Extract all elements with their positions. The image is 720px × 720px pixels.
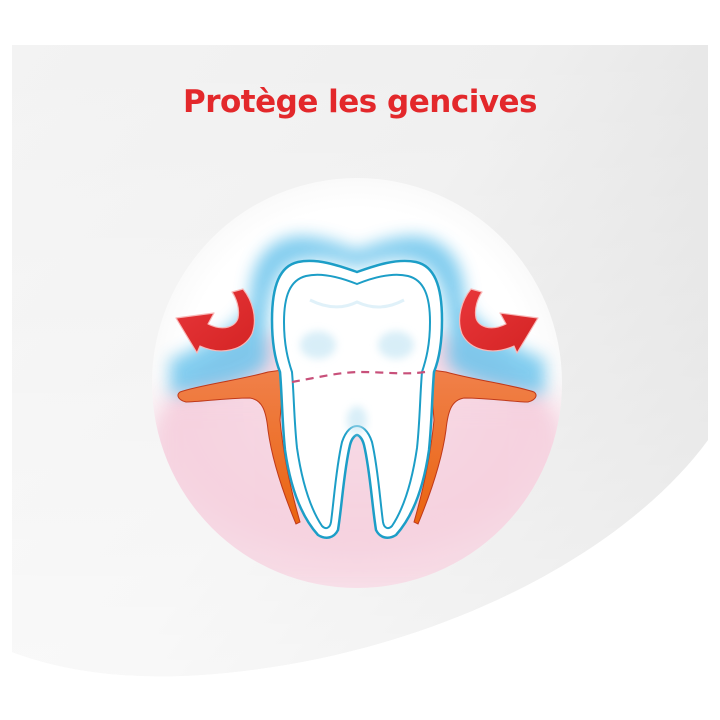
protective-glow: [170, 235, 545, 395]
tooth: [270, 259, 444, 539]
gumline-dashed: [291, 370, 426, 384]
arrow-right-icon: [459, 288, 539, 354]
headline: Protège les gencives: [182, 84, 538, 120]
tooth-outer-outline: [270, 259, 444, 539]
arrow-left-icon: [175, 288, 255, 354]
